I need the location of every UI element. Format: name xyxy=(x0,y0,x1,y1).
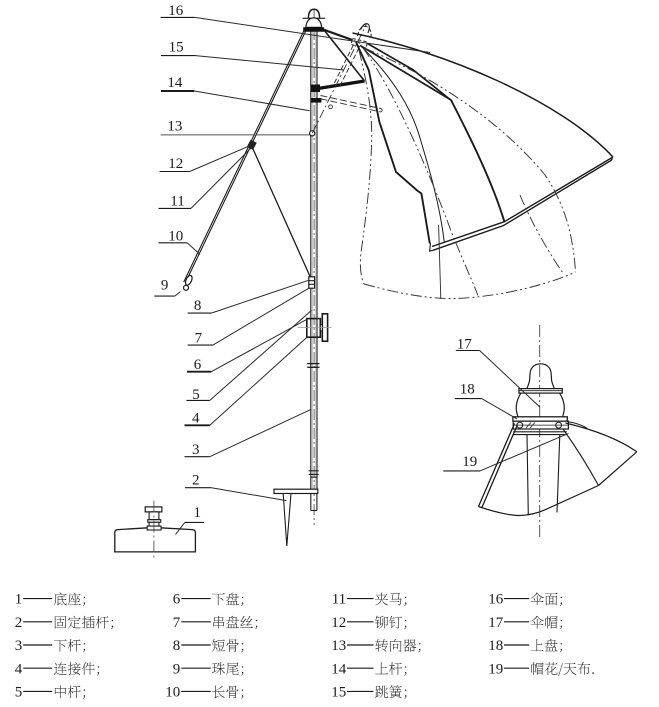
svg-text:8: 8 xyxy=(194,298,202,314)
svg-text:4: 4 xyxy=(192,411,200,427)
svg-text:2: 2 xyxy=(15,615,23,631)
svg-text:9: 9 xyxy=(161,277,169,293)
svg-text:2: 2 xyxy=(192,473,200,489)
svg-text:15: 15 xyxy=(331,685,346,701)
svg-text:11: 11 xyxy=(332,592,346,608)
svg-text:5: 5 xyxy=(192,387,200,403)
svg-text:8: 8 xyxy=(173,638,181,654)
svg-text:7: 7 xyxy=(195,330,203,346)
svg-text:18: 18 xyxy=(460,382,475,398)
svg-text:11: 11 xyxy=(170,193,184,209)
svg-text:1: 1 xyxy=(15,592,23,608)
svg-text:9: 9 xyxy=(173,661,181,677)
svg-text:10: 10 xyxy=(165,685,180,701)
svg-text:15: 15 xyxy=(169,39,184,55)
svg-text:19: 19 xyxy=(488,661,503,677)
svg-text:13: 13 xyxy=(331,638,346,654)
svg-text:19: 19 xyxy=(462,454,477,470)
svg-text:18: 18 xyxy=(488,638,503,654)
svg-text:12: 12 xyxy=(331,615,346,631)
svg-text:12: 12 xyxy=(168,156,183,172)
svg-text:13: 13 xyxy=(167,119,182,135)
svg-text:6: 6 xyxy=(173,592,181,608)
svg-text:14: 14 xyxy=(167,75,183,91)
svg-text:17: 17 xyxy=(457,336,473,352)
svg-text:14: 14 xyxy=(331,661,347,677)
svg-text:3: 3 xyxy=(192,442,200,458)
svg-text:1: 1 xyxy=(194,505,202,521)
svg-text:16: 16 xyxy=(168,3,184,19)
svg-text:16: 16 xyxy=(488,592,504,608)
svg-text:4: 4 xyxy=(15,661,23,677)
svg-text:7: 7 xyxy=(173,615,181,631)
svg-text:6: 6 xyxy=(194,357,202,373)
svg-text:3: 3 xyxy=(15,638,23,654)
svg-text:17: 17 xyxy=(488,615,504,631)
svg-text:10: 10 xyxy=(168,228,183,244)
svg-text:5: 5 xyxy=(15,685,23,701)
